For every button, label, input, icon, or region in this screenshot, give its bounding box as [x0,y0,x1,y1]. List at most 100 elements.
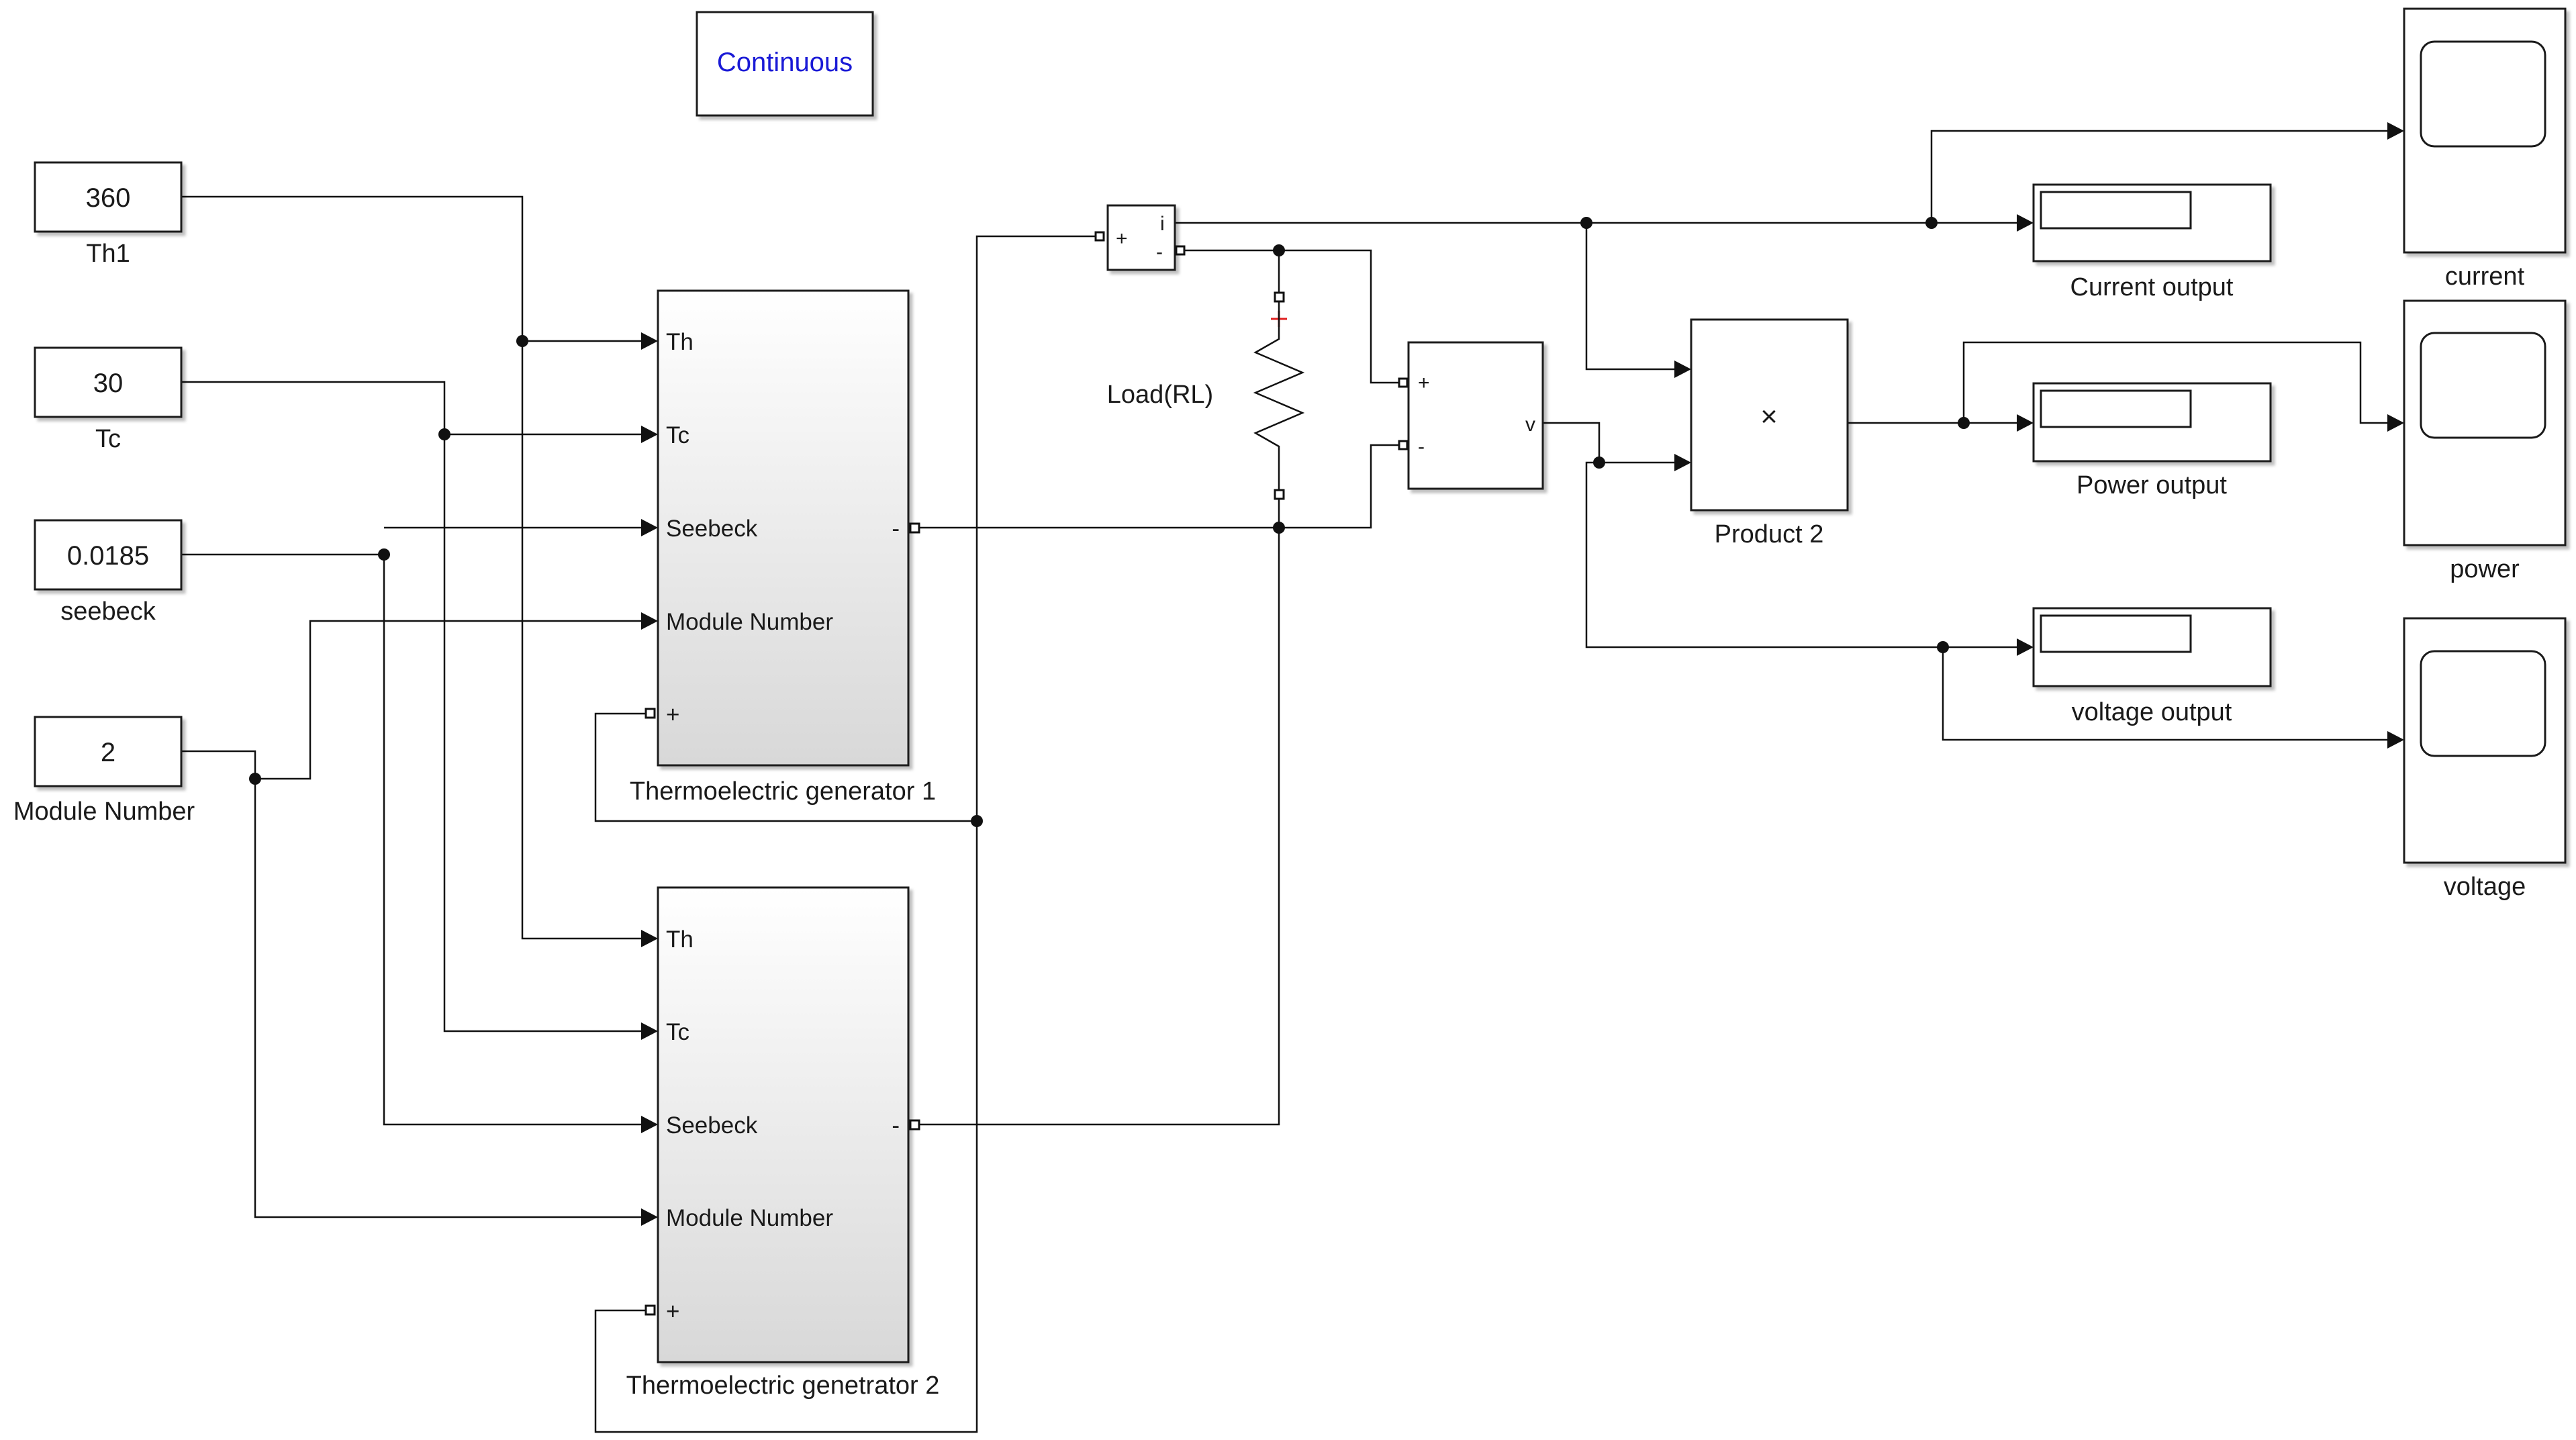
display-power[interactable]: Power output [2032,382,2272,499]
teg1-minus-port[interactable] [909,522,920,534]
constant-module-number[interactable]: 2 Module Number [13,716,195,826]
wire-teg1-plus[interactable] [594,712,977,822]
product-symbol: × [1760,400,1778,433]
voltage-sensor[interactable]: + - v [1398,341,1544,490]
wire-power-scope[interactable] [1962,341,2397,424]
display-current[interactable]: Current output [2032,183,2272,301]
constant-th1-name: Th1 [86,240,130,268]
arrow-teg1-tc [641,426,658,443]
current-sensor-minus: - [1156,241,1163,263]
load-bottom-port[interactable] [1274,489,1285,500]
constant-module-number-value: 2 [101,738,115,767]
voltage-sensor-out: v [1525,414,1535,436]
arrow-teg2-tc [641,1022,658,1040]
voltage-sensor-minus: - [1418,436,1425,458]
junction-current-2 [1925,217,1938,229]
teg1-port-tc: Tc [666,422,689,448]
signal-lines [181,130,2397,1433]
current-sensor-minus-port[interactable] [1175,245,1186,256]
voltage-sensor-minus-port[interactable] [1398,440,1409,450]
scope-current-name: current [2445,262,2525,291]
load-top-port[interactable] [1274,291,1285,303]
teg1-port-seebeck: Seebeck [666,516,758,542]
wire-voltage-scope[interactable] [1942,647,2397,741]
wire-module-number[interactable] [181,750,641,1218]
scope-power[interactable]: power [2403,299,2567,583]
wire-isensor-minus[interactable] [1180,249,1403,384]
arrow-product-in1 [1674,361,1691,378]
arrow-teg1-seebeck [641,519,658,536]
scope-power-screen [2420,332,2546,439]
wire-teg1-minus[interactable] [914,444,1403,529]
teg1-name: Thermoelectric generator 1 [630,777,936,806]
teg1-port-plus: + [666,702,679,728]
arrow-teg2-seebeck [641,1116,658,1133]
junction-voltage-2 [1937,641,1949,653]
constant-seebeck-name: seebeck [60,597,156,626]
teg2-name: Thermoelectric genetrator 2 [626,1372,940,1400]
arrow-teg1-th [641,332,658,350]
scope-voltage-name: voltage [2444,873,2526,901]
load-resistor[interactable]: Load(RL) [1107,291,1305,500]
wire-seebeck[interactable] [181,553,641,1126]
display-voltage[interactable]: voltage output [2032,607,2272,726]
junction-module [249,773,261,785]
arrow-voltage-scope [2387,731,2404,749]
wire-voltage-display[interactable] [1585,461,2024,649]
scope-current[interactable]: current [2403,7,2567,291]
wire-tc[interactable] [181,381,641,1033]
junction-tc [438,428,450,440]
wire-current-signal[interactable] [1175,130,2397,224]
voltage-sensor-plus: + [1418,372,1430,394]
constant-tc-name: Tc [95,425,121,453]
arrow-power-display [2017,414,2034,432]
load-name: Load(RL) [1107,381,1213,409]
wire-th1[interactable] [181,195,641,940]
teg2-port-module-number: Module Number [666,1205,833,1231]
arrow-current-display [2017,214,2034,232]
teg2-plus-port[interactable] [645,1304,656,1316]
voltage-sensor-plus-port[interactable] [1398,377,1409,388]
teg1-port-th: Th [666,329,694,355]
arrow-voltage-display [2017,638,2034,656]
arrow-product-in2 [1674,454,1691,471]
junction-load-bottom [1273,522,1285,534]
junctions [249,217,1970,827]
solver-block[interactable]: Continuous [696,11,874,117]
teg2-subsystem[interactable]: Th Tc Seebeck Module Number + - Thermoel… [626,886,940,1400]
constant-tc[interactable]: 30 Tc [34,346,183,453]
display-current-name: Current output [2070,273,2234,301]
wire-voltage-signal[interactable] [1543,422,1682,464]
junction-power [1958,417,1970,429]
scope-voltage[interactable]: voltage [2403,617,2567,901]
wire-module-number-teg1[interactable] [255,620,641,780]
resistor-zigzag [1253,301,1305,490]
teg2-port-tc: Tc [666,1019,689,1045]
scope-current-screen [2420,40,2546,148]
constant-th1[interactable]: 360 Th1 [34,161,183,268]
junction-th1 [516,335,528,347]
constant-seebeck[interactable]: 0.0185 seebeck [34,519,183,626]
display-power-field [2040,389,2192,428]
junction-voltage-1 [1593,457,1605,469]
current-sensor[interactable]: + - i [1094,204,1186,271]
wire-load-bottom[interactable] [914,495,1280,1126]
display-current-field [2040,191,2192,230]
constant-tc-value: 30 [93,369,124,398]
teg2-port-plus: + [666,1298,679,1325]
wire-current-product[interactable] [1585,223,1682,371]
teg2-minus-port[interactable] [909,1119,920,1131]
teg2-port-minus: - [892,1112,900,1139]
scope-voltage-screen [2420,650,2546,757]
constant-th1-value: 360 [86,183,131,213]
junction-seebeck [378,548,390,561]
current-sensor-plus-port[interactable] [1094,231,1105,242]
teg1-plus-port[interactable] [645,708,656,719]
display-voltage-name: voltage output [2072,698,2232,726]
teg1-subsystem[interactable]: Th Tc Seebeck Module Number + - Thermoel… [630,289,936,806]
constant-seebeck-value: 0.0185 [67,541,149,571]
display-voltage-field [2040,614,2192,653]
product-block[interactable]: × Product 2 [1690,318,1849,548]
wire-teg2-plus[interactable] [594,235,1098,1433]
